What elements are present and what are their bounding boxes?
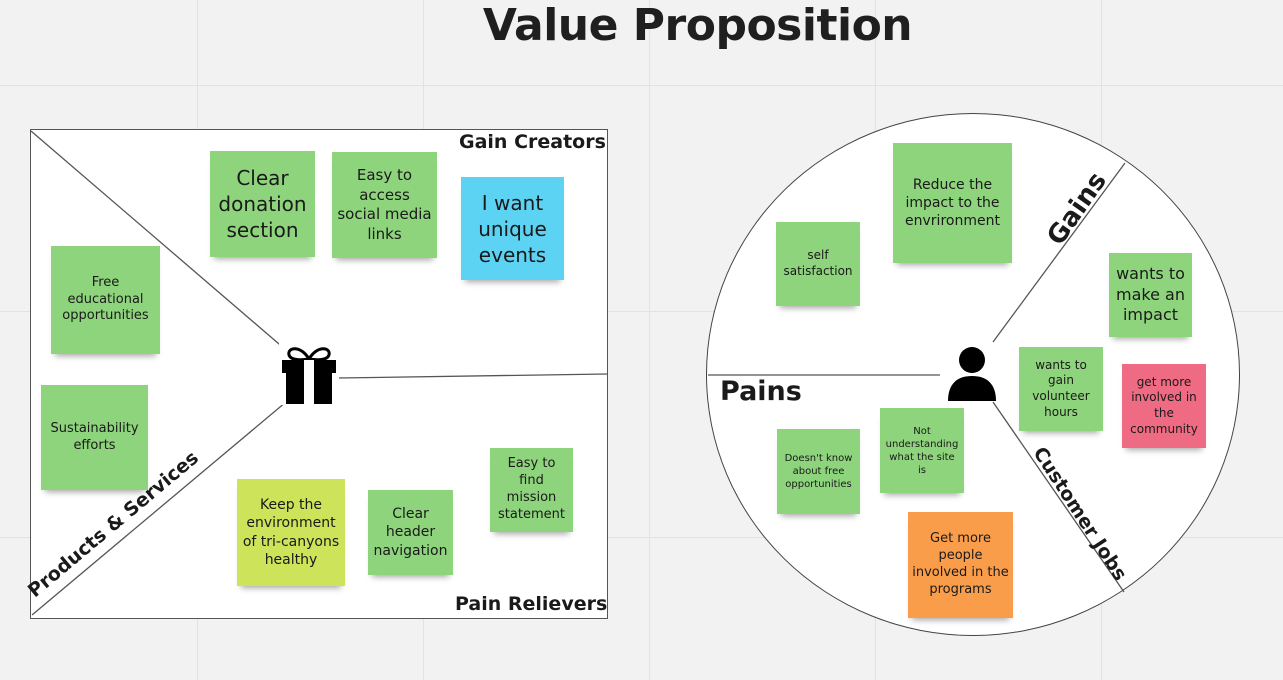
person-icon[interactable] bbox=[946, 345, 998, 403]
board-title: Value Proposition bbox=[482, 0, 913, 51]
sticky-note-volunteer-hours[interactable]: wants to gain volunteer hours bbox=[1019, 347, 1103, 431]
sticky-note-free-opportunities[interactable]: Doesn't know about free opportunities bbox=[777, 429, 860, 514]
sticky-note-community[interactable]: get more involved in the community bbox=[1122, 364, 1206, 448]
sticky-note-unique-events[interactable]: I want unique events bbox=[461, 177, 564, 280]
divider-line-customer-jobs bbox=[992, 401, 1125, 593]
divider-line-right bbox=[337, 373, 608, 379]
sticky-note-sustainability[interactable]: Sustainability efforts bbox=[41, 385, 148, 490]
sticky-note-free-education[interactable]: Free educational opportunities bbox=[51, 246, 160, 354]
sticky-note-make-impact[interactable]: wants to make an impact bbox=[1109, 253, 1192, 337]
divider-line-gains bbox=[992, 162, 1126, 343]
divider-line-top-left bbox=[30, 130, 287, 351]
sticky-note-environment[interactable]: Keep the environment of tri-canyons heal… bbox=[237, 479, 345, 586]
sticky-note-self-satisfaction[interactable]: self satisfaction bbox=[776, 222, 860, 306]
label-pains: Pains bbox=[720, 376, 802, 407]
sticky-note-more-people[interactable]: Get more people involved in the programs bbox=[908, 512, 1013, 618]
label-pain-relievers: Pain Relievers bbox=[455, 593, 608, 615]
sticky-note-mission-statement[interactable]: Easy to find mission statement bbox=[490, 448, 573, 532]
sticky-note-not-understanding[interactable]: Not understanding what the site is bbox=[880, 408, 964, 493]
sticky-note-clear-donation[interactable]: Clear donation section bbox=[210, 151, 315, 257]
label-gain-creators: Gain Creators bbox=[459, 131, 606, 153]
divider-line-bottom-left bbox=[31, 401, 287, 616]
sticky-note-reduce-impact[interactable]: Reduce the impact to the envrironment bbox=[893, 143, 1012, 263]
sticky-note-social-media[interactable]: Easy to access social media links bbox=[332, 152, 437, 258]
gift-icon[interactable] bbox=[279, 343, 339, 405]
sticky-note-header-navigation[interactable]: Clear header navigation bbox=[368, 490, 453, 575]
